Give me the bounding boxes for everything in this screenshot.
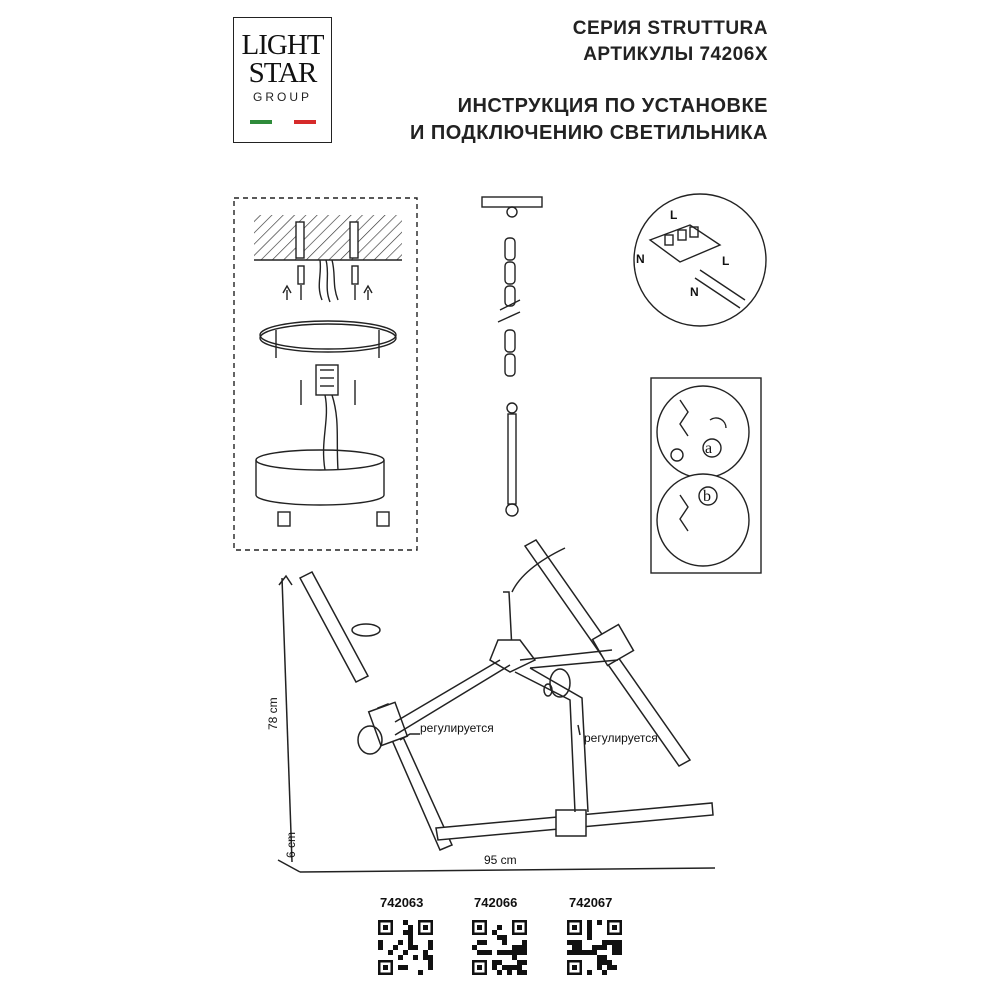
brand-logo: LIGHT STAR GROUP — [233, 17, 332, 143]
qr-code-icon — [472, 920, 527, 975]
chain-steps-panel — [650, 377, 762, 574]
model-code-3: 742067 — [569, 895, 613, 910]
suspension-chain — [481, 196, 543, 517]
instruction-title-line1: ИНСТРУКЦИЯ ПО УСТАНОВКЕ — [457, 95, 768, 117]
series-title: СЕРИЯ STRUTTURA — [572, 18, 768, 39]
depth-dimension: 6 cm — [284, 831, 298, 858]
qr-code-icon — [378, 920, 433, 975]
mounting-panel — [233, 197, 418, 551]
qr-code-icon — [567, 920, 622, 975]
brand-line2: STAR — [248, 57, 318, 89]
model-code-2: 742066 — [474, 895, 518, 910]
step-b-label: b — [703, 488, 711, 505]
wiring-label-n: N — [636, 252, 645, 266]
italian-flag-icon — [250, 120, 316, 124]
articles-title: АРТИКУЛЫ 74206X — [583, 44, 768, 65]
wiring-label-l2: L — [722, 254, 730, 268]
adjustable-right-label: регулируется — [584, 731, 658, 745]
instruction-title-line2: И ПОДКЛЮЧЕНИЮ СВЕТИЛЬНИКА — [409, 122, 768, 144]
wiring-label-l: L — [670, 208, 678, 222]
wiring-label-n2: N — [690, 285, 699, 299]
adjustable-left-label: регулируется — [420, 721, 494, 735]
step-a-label: a — [705, 440, 713, 457]
model-code-1: 742063 — [380, 895, 424, 910]
height-dimension: 78 cm — [266, 697, 280, 730]
brand-line3: GROUP — [252, 90, 312, 104]
width-dimension: 95 cm — [484, 853, 517, 867]
chandelier — [277, 539, 716, 873]
wiring-detail — [633, 193, 767, 327]
brand-line1: LIGHT — [241, 29, 325, 61]
